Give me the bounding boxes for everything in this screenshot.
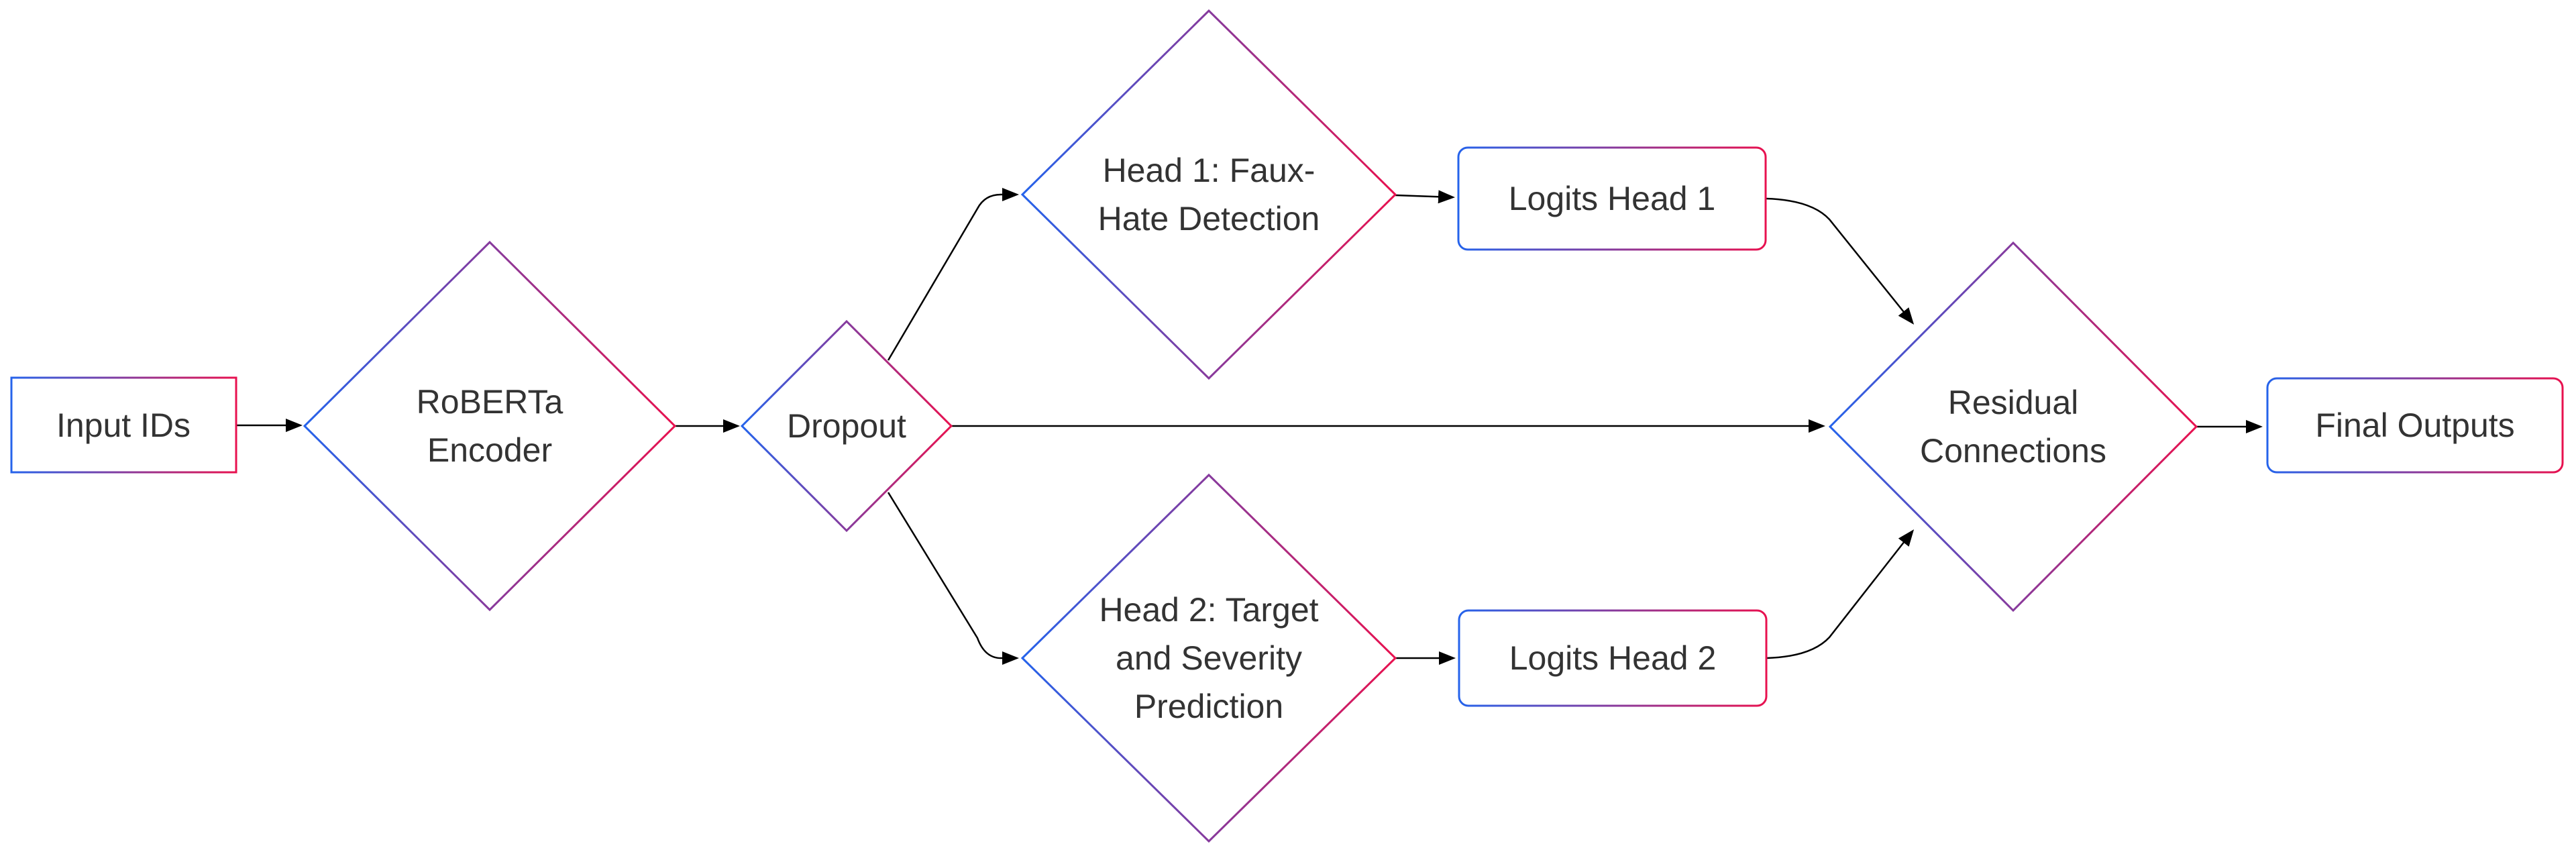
node-roberta-encoder: RoBERTa Encoder [303, 240, 677, 612]
edge-logits-head2-to-residual-connections [1766, 529, 1915, 659]
head2-label-line3: Prediction [1134, 688, 1283, 725]
head1-label-line2: Hate Detection [1098, 200, 1320, 237]
logits-head2-label: Logits Head 2 [1509, 639, 1717, 677]
edge-dropout-to-head2 [887, 492, 1019, 665]
node-head2: Head 2: Target and Severity Prediction [1020, 473, 1397, 843]
residual-connections-label-line1: Residual [1948, 384, 2079, 421]
dropout-label: Dropout [787, 407, 906, 445]
logits-head1-shape [1457, 146, 1767, 251]
node-logits-head1: Logits Head 1 [1457, 146, 1767, 251]
residual-connections-shape [1828, 241, 2198, 612]
node-layer: Input IDs RoBERTa Encoder Dropout Head 1… [10, 9, 2564, 843]
node-head1: Head 1: Faux- Hate Detection [1020, 9, 1397, 380]
node-logits-head2: Logits Head 2 [1458, 609, 1768, 707]
edge-logits-head1-to-residual-connections [1765, 197, 1915, 325]
node-dropout: Dropout [740, 319, 953, 533]
logits-head1-label: Logits Head 1 [1509, 180, 1716, 217]
logits-head2-shape [1458, 609, 1768, 707]
roberta-encoder-label-line1: RoBERTa [417, 383, 564, 421]
residual-connections-label-line2: Connections [1920, 432, 2106, 470]
head2-label-line1: Head 2: Target [1099, 591, 1318, 629]
head1-shape [1020, 9, 1397, 380]
head2-shape [1020, 473, 1397, 843]
node-final-outputs: Final Outputs [2266, 377, 2564, 474]
head2-label-line2: and Severity [1116, 639, 1302, 677]
input-ids-shape [10, 376, 237, 474]
edge-dropout-to-head1 [887, 188, 1019, 361]
head1-label-line1: Head 1: Faux- [1103, 152, 1316, 189]
node-input-ids: Input IDs [10, 376, 237, 474]
edge-head1-to-logits-head1 [1395, 190, 1455, 204]
roberta-encoder-shape [303, 240, 677, 612]
roberta-encoder-label-line2: Encoder [427, 431, 552, 469]
final-outputs-shape [2266, 377, 2564, 474]
node-residual-connections: Residual Connections [1828, 241, 2198, 612]
edge-layer [236, 188, 2263, 665]
dropout-shape [740, 319, 953, 533]
final-outputs-label: Final Outputs [2315, 407, 2514, 444]
input-ids-label: Input IDs [56, 407, 191, 444]
